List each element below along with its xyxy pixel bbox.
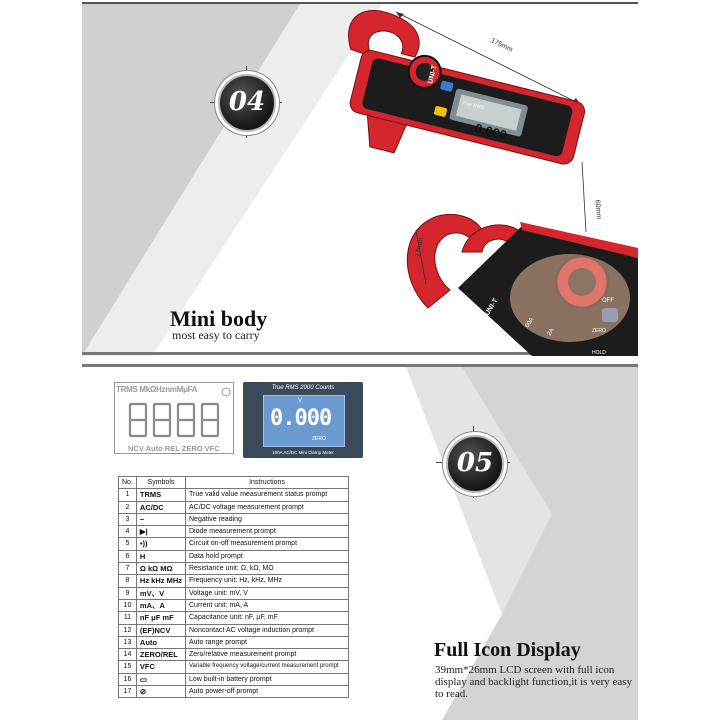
closeup-off-label: OFF xyxy=(602,298,614,304)
lcd-segment-diagram xyxy=(114,382,234,454)
lcd-photo-zero: ZERO xyxy=(312,436,326,442)
lcd-photo-caption: 100A AC/DC Mini Clamp Meter xyxy=(272,450,334,455)
lcd-photo-header: True RMS 2000 Counts xyxy=(271,385,335,391)
lcd-photo-screen: 0.000 V ZERO xyxy=(263,395,345,447)
header-instructions: Instructions xyxy=(185,475,349,490)
mini-body-panel: 04 0.000 UNI-T True RMS 100A AC/DC Mini … xyxy=(82,0,638,356)
header-symbols: Symbols xyxy=(135,475,187,490)
panel2-top-divider xyxy=(82,364,638,367)
mini-body-subtitle: most easy to carry xyxy=(172,328,260,342)
closeup-60a-label: 60A xyxy=(525,317,536,329)
lcd-top-icons: TRMS MkΩHznmMμFA xyxy=(116,385,198,394)
lcd-photo-reading: 0.000 xyxy=(270,406,332,431)
top-divider xyxy=(82,2,638,4)
table-row: 5•))Circuit on-off measurement prompt xyxy=(118,537,349,551)
full-icon-display-panel: TRMS MkΩHznmMμFA NCV Auto REL ZERO VFC T… xyxy=(82,364,638,720)
section-badge-04: 04 xyxy=(218,74,276,132)
clamp-meter-illustration: 0.000 UNI-T True RMS 100A AC/DC Mini Cla… xyxy=(348,10,638,356)
table-row: 16▭Low built-in battery prompt xyxy=(118,672,349,687)
lcd-photo-unit: V xyxy=(298,398,303,404)
closeup-zero-label: ZERO xyxy=(592,328,606,334)
lcd-bottom-icons: NCV Auto REL ZERO VFC xyxy=(128,444,220,453)
bottom-divider xyxy=(82,352,638,355)
dimension-width: 60mm xyxy=(593,199,602,220)
section-badge-05: 05 xyxy=(446,435,504,493)
full-icon-display-title: Full Icon Display xyxy=(434,639,581,661)
table-row: 3−Negative reading xyxy=(118,512,349,527)
true-rms-label: True RMS xyxy=(462,100,486,111)
full-icon-display-description: 39mm*26mm LCD screen with full icon disp… xyxy=(435,664,633,700)
lcd-backlit-photo: True RMS 2000 Counts 0.000 V ZERO 100A A… xyxy=(243,382,363,458)
closeup-hold-label: HOLD xyxy=(592,350,606,356)
table-row: 4▶|Diode measurement prompt xyxy=(118,525,349,539)
mini-body-title: Mini body xyxy=(170,306,268,331)
table-header-row: No. Symbols Instructions xyxy=(118,475,349,490)
header-no: No. xyxy=(118,475,137,490)
table-row: 17⊘Auto power-off prompt xyxy=(118,685,349,699)
closeup-2a-label: 2A xyxy=(547,328,556,337)
brand-label: UNI-T xyxy=(427,64,438,85)
